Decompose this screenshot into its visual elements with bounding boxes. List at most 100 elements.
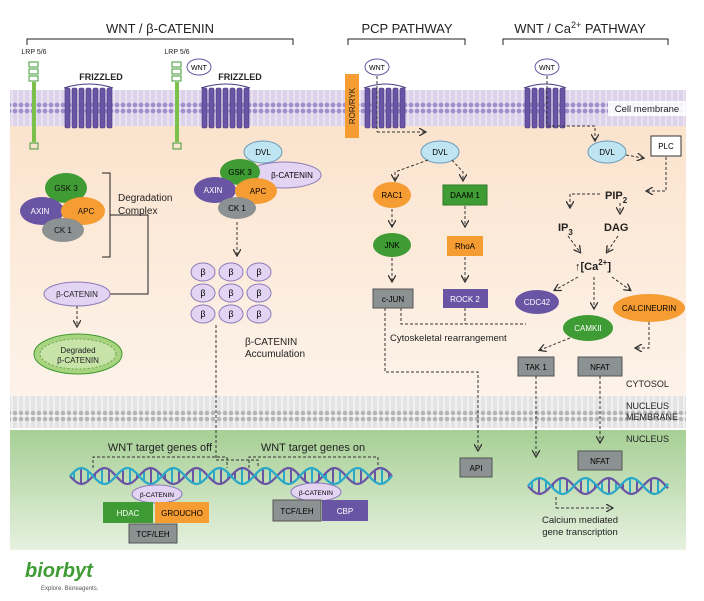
- ck1-node: [42, 218, 84, 242]
- plc-node: [650, 135, 682, 157]
- svg-text:CK 1: CK 1: [54, 226, 72, 235]
- svg-text:CBP: CBP: [337, 507, 353, 516]
- gsk3-node-active: [220, 159, 260, 185]
- beta-catenin-unit: [190, 283, 216, 303]
- transcription-label-2: gene transcription: [542, 527, 618, 538]
- frizzled-helix: [399, 87, 406, 129]
- accumulation-label-1: β-CATENIN: [245, 337, 297, 348]
- nfat-nucleus-node: [577, 450, 623, 471]
- nucleus-membrane-label-2: MEMBRANE: [626, 412, 678, 422]
- transcription-label-1: Calcium mediated: [542, 515, 618, 526]
- frizzled-helix: [208, 87, 215, 129]
- frizzled-helix: [385, 87, 392, 129]
- beta-catenin-unit-label: β: [228, 288, 233, 298]
- svg-text:AXIN: AXIN: [31, 207, 50, 216]
- svg-text:CALCINEURIN: CALCINEURIN: [622, 304, 676, 313]
- rock2-node: [443, 289, 488, 308]
- rac1-node: [373, 182, 411, 208]
- cjun-node: [372, 288, 414, 309]
- gsk3-node: [45, 173, 87, 203]
- beta-catenin-unit: [218, 304, 244, 324]
- frizzled-helix: [538, 87, 545, 129]
- jnk-node: [373, 233, 411, 257]
- cytoskeletal-label: Cytoskeletal rearrangement: [390, 333, 507, 344]
- beta-catenin-unit-label: β: [256, 288, 261, 298]
- dna-helix-target-genes: [69, 466, 393, 486]
- frizzled-helix: [236, 87, 243, 129]
- frizzled-helix: [524, 87, 531, 129]
- svg-text:DAAM 1: DAAM 1: [450, 191, 480, 200]
- beta-catenin-unit-label: β: [256, 309, 261, 319]
- svg-text:DVL: DVL: [432, 148, 448, 157]
- frizzled-helix: [378, 87, 385, 129]
- beta-catenin-unit: [218, 262, 244, 282]
- cytosol-label: CYTOSOL: [626, 379, 669, 389]
- beta-catenin-unit: [246, 283, 272, 303]
- frizzled-helix: [64, 87, 71, 129]
- dvl-node-pcp: [420, 140, 460, 164]
- genes-off-label: WNT target genes off: [108, 442, 213, 454]
- svg-text:TCF/LEH: TCF/LEH: [136, 530, 170, 539]
- svg-text:GSK 3: GSK 3: [54, 184, 78, 193]
- dvl-node-calcium: [587, 140, 627, 164]
- frizzled-helix: [552, 87, 559, 129]
- beta-catenin-unit: [246, 262, 272, 282]
- frizzled-helix: [531, 87, 538, 129]
- beta-catenin-unit-label: β: [200, 267, 205, 277]
- svg-text:GSK 3: GSK 3: [228, 168, 252, 177]
- tcf-on-node: [272, 499, 322, 522]
- svg-text:APC: APC: [250, 187, 267, 196]
- beta-catenin-unit: [190, 262, 216, 282]
- cdc42-node: [515, 290, 559, 314]
- lrp-left-label: LRP 5/6: [21, 49, 46, 56]
- cbp-node: [322, 500, 368, 521]
- frizzled-right-label: FRIZZLED: [218, 72, 262, 82]
- dna-helix-calcium: [527, 476, 669, 496]
- frizzled-receptor-calcium: [523, 83, 567, 129]
- frizzled-helix: [364, 87, 371, 129]
- beta-catenin-unit: [246, 304, 272, 324]
- frizzled-helix: [371, 87, 378, 129]
- genes-on-bracket: [248, 456, 379, 468]
- svg-text:DVL: DVL: [255, 148, 271, 157]
- beta-catenin-unit-label: β: [228, 309, 233, 319]
- genes-off-bracket: [92, 456, 228, 468]
- cytosol-region: [10, 122, 686, 397]
- beta-catenin-unit-label: β: [200, 309, 205, 319]
- svg-text:CAMKII: CAMKII: [574, 324, 602, 333]
- accumulation-label-2: Accumulation: [245, 349, 305, 360]
- ck1-node-active: [218, 197, 256, 219]
- nucleus-membrane-label-1: NUCLEUS: [626, 401, 669, 411]
- frizzled-helix: [71, 87, 78, 129]
- axin-node-active: [194, 177, 236, 203]
- lrp-right-label: LRP 5/6: [164, 49, 189, 56]
- beta-catenin-unit: [218, 283, 244, 303]
- svg-text:c-JUN: c-JUN: [382, 295, 404, 304]
- hdac-node: [103, 502, 153, 523]
- svg-text:DVL: DVL: [599, 148, 615, 157]
- beta-catenin-unit: [190, 304, 216, 324]
- svg-text:biorbyt: biorbyt: [25, 560, 94, 582]
- wnt-ligand-beta: WNT: [186, 58, 212, 76]
- svg-text:β-CATENIN: β-CATENIN: [56, 290, 98, 299]
- calcineurin-node: [613, 294, 685, 322]
- rhoa-node: [447, 236, 483, 256]
- wnt-ligand-calcium: WNT: [534, 58, 560, 76]
- nucleus-region: [10, 430, 686, 550]
- header-wnt-beta-catenin: WNT / β-CATENIN: [106, 21, 214, 36]
- svg-text:CK 1: CK 1: [228, 204, 246, 213]
- degraded-label-1: Degraded: [60, 346, 95, 355]
- degraded-beta-catenin: [33, 333, 123, 375]
- axin-node: [20, 197, 64, 225]
- frizzled-helix: [85, 87, 92, 129]
- daam1-node: [442, 184, 488, 206]
- lrp-receptor-right: [171, 61, 182, 150]
- cell-membrane-label: Cell membrane: [615, 104, 679, 115]
- svg-text:β-CATENIN: β-CATENIN: [140, 492, 174, 499]
- svg-text:GROUCHO: GROUCHO: [161, 509, 203, 518]
- frizzled-helix: [215, 87, 222, 129]
- apc-node: [61, 197, 105, 225]
- frizzled-receptor-pcp: [363, 83, 407, 129]
- genes-on-label: WNT target genes on: [261, 442, 365, 454]
